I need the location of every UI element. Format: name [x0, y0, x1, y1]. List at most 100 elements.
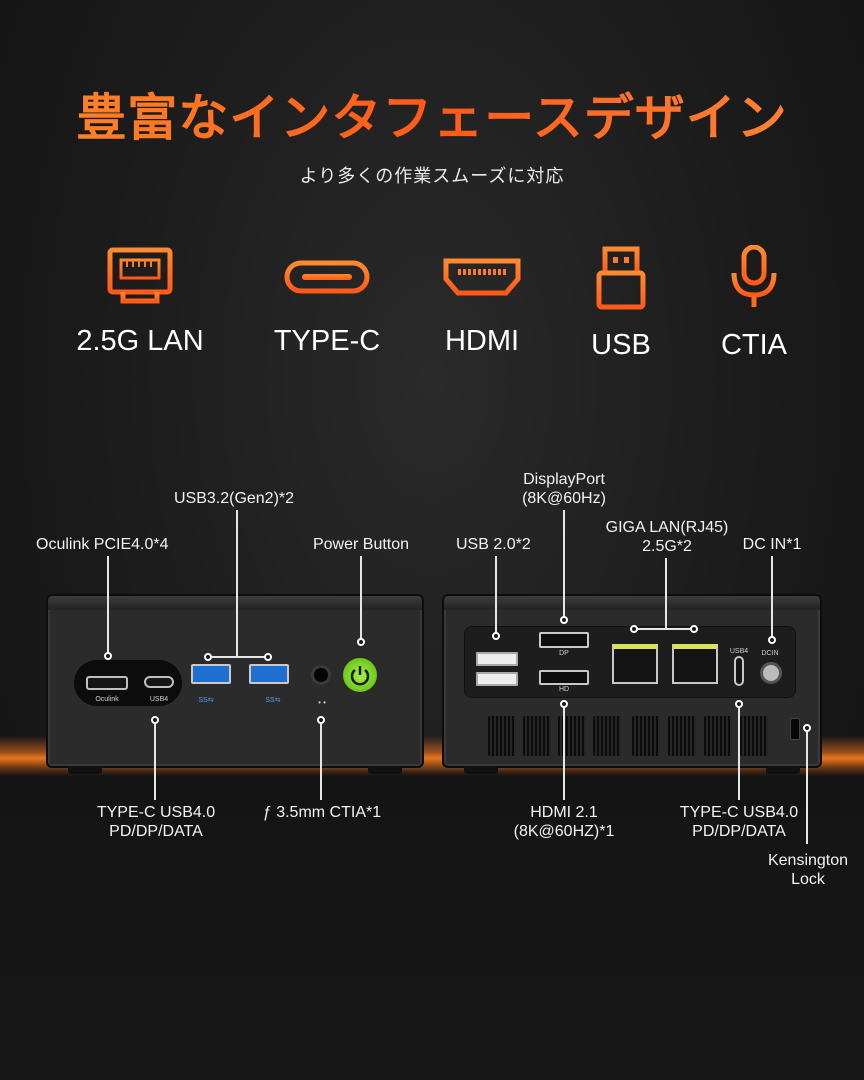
feature-hdmi: HDMI	[407, 245, 557, 358]
kensington-slot	[790, 718, 800, 740]
callout-line-lan	[665, 558, 667, 628]
vent	[523, 716, 551, 756]
usb2-port-1	[476, 652, 518, 666]
page-subtitle: より多くの作業スムーズに対応	[299, 166, 565, 187]
usb4-tag-front: USB4	[149, 696, 169, 703]
oculink-socket	[86, 676, 128, 690]
callout-dot-power	[357, 638, 365, 646]
usb2-port-2	[476, 672, 518, 686]
callout-dot-typec-rear	[735, 700, 743, 708]
label-oculink: Oculink PCIE4.0*4	[36, 536, 169, 553]
usb-icon	[596, 246, 646, 310]
device-foot	[68, 766, 102, 774]
usb4-tag-rear: USB4	[729, 648, 749, 655]
callout-line-power	[360, 556, 362, 640]
callout-line-typec-front	[154, 724, 156, 800]
callout-line-kensington	[806, 732, 808, 844]
feature-label: HDMI	[444, 325, 520, 357]
callout-line-usb32-h	[208, 656, 268, 658]
label-kensington-1: Kensington	[767, 852, 849, 869]
feature-label: USB	[591, 329, 651, 361]
usb4-port-rear	[734, 656, 744, 686]
device-top-edge	[48, 596, 422, 610]
label-lan-2: 2.5G*2	[642, 538, 692, 555]
label-dcin: DC IN*1	[742, 536, 802, 553]
feature-usb: USB	[546, 245, 696, 362]
label-kensington-2: Lock	[791, 871, 825, 888]
device-foot	[766, 766, 800, 774]
feature-label: 2.5G LAN	[76, 325, 204, 357]
label-typec-rear-2: PD/DP/DATA	[692, 823, 786, 840]
label-dp-2: (8K@60Hz)	[522, 490, 606, 507]
callout-line-audio	[320, 724, 322, 800]
usb3-port-2	[249, 664, 289, 684]
feature-label: CTIA	[720, 329, 788, 361]
microphone-icon	[731, 245, 777, 307]
callout-dot-usb3-1	[204, 653, 212, 661]
vent	[704, 716, 732, 756]
label-typec-front-1: TYPE-C USB4.0	[96, 804, 216, 821]
audio-jack	[311, 665, 331, 685]
label-dp-1: DisplayPort	[523, 471, 605, 488]
callout-dot-usb3-2	[264, 653, 272, 661]
usb-c-icon	[284, 260, 370, 294]
hdmi-port	[539, 670, 589, 685]
usb3-tag-2: SS⇆	[265, 697, 281, 704]
callout-line-oculink	[107, 556, 109, 656]
lan-port-2	[672, 644, 718, 684]
label-lan-1: GIGA LAN(RJ45)	[605, 519, 729, 536]
callout-line-dp	[563, 510, 565, 620]
power-icon	[350, 666, 370, 686]
device-top-edge	[444, 596, 820, 610]
callout-line-dcin	[771, 556, 773, 638]
callout-line-usb32	[236, 510, 238, 657]
callout-dot-lan-2	[690, 625, 698, 633]
label-usb2: USB 2.0*2	[456, 536, 531, 553]
vent	[632, 716, 660, 756]
callout-line-usb2	[495, 556, 497, 634]
callout-line-typec-rear	[738, 708, 740, 800]
floor-shadow	[0, 770, 864, 1080]
displayport	[539, 632, 589, 648]
dcin-port	[760, 662, 782, 684]
callout-dot-usb2	[492, 632, 500, 640]
callout-dot-audio	[317, 716, 325, 724]
hdmi-icon	[443, 258, 521, 296]
vent	[740, 716, 768, 756]
feature-lan: 2.5G LAN	[65, 245, 215, 358]
dcin-tag: DCIN	[761, 650, 779, 657]
label-typec-front-2: PD/DP/DATA	[109, 823, 203, 840]
page-title: 豊富なインタフェースデザイン	[0, 78, 864, 150]
vent	[488, 716, 516, 756]
callout-dot-hdmi	[560, 700, 568, 708]
callout-dot-kensington	[803, 724, 811, 732]
callout-dot-lan-1	[630, 625, 638, 633]
device-foot	[368, 766, 402, 774]
lan-port-1	[612, 644, 658, 684]
label-hdmi-2: (8K@60HZ)*1	[513, 823, 615, 840]
usb3-port-1	[191, 664, 231, 684]
oculink-tag: Oculink	[95, 696, 119, 703]
hdmi-tag: HD	[558, 686, 570, 693]
label-hdmi-1: HDMI 2.1	[530, 804, 598, 821]
callout-line-hdmi	[563, 708, 565, 800]
vent	[593, 716, 621, 756]
usb3-tag-1: SS⇆	[198, 697, 214, 704]
device-foot	[464, 766, 498, 774]
feature-label: TYPE-C	[273, 325, 381, 357]
feature-typec: TYPE-C	[252, 245, 402, 358]
dp-tag: DP	[559, 650, 569, 657]
vent	[668, 716, 696, 756]
callout-line-lan-h	[634, 628, 694, 630]
usb4-port-front	[144, 676, 174, 688]
ethernet-icon	[107, 247, 173, 304]
label-power: Power Button	[312, 536, 410, 553]
label-usb32: USB3.2(Gen2)*2	[173, 490, 295, 507]
label-typec-rear-1: TYPE-C USB4.0	[679, 804, 799, 821]
callout-dot-dcin	[768, 636, 776, 644]
vent	[558, 716, 586, 756]
label-audio: ƒ 3.5mm CTIA*1	[262, 804, 382, 821]
callout-dot-typec-front	[151, 716, 159, 724]
callout-dot-oculink	[104, 652, 112, 660]
feature-ctia: CTIA	[679, 245, 829, 362]
